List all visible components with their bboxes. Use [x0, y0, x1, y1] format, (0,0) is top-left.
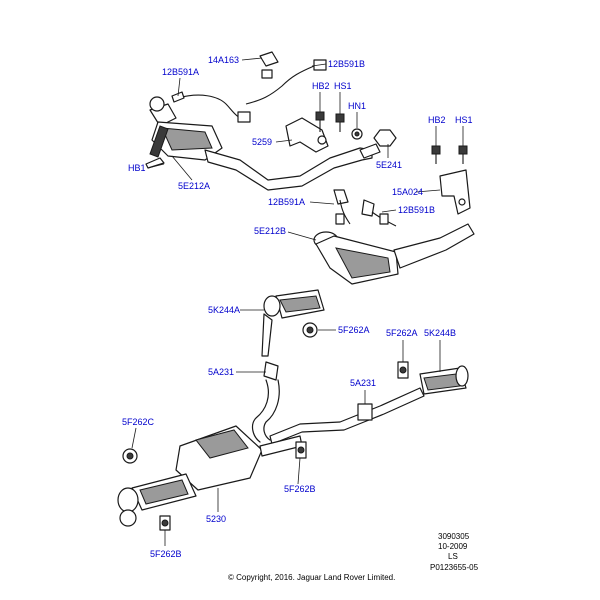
- callout-12b591b-top[interactable]: 12B591B: [328, 59, 365, 69]
- callout-5e241[interactable]: 5E241: [376, 160, 402, 170]
- callout-5259[interactable]: 5259: [252, 137, 272, 147]
- oxygen-sensors-mid: [333, 189, 397, 227]
- catalytic-converter-a: [145, 96, 373, 191]
- callout-hb2-b[interactable]: HB2: [428, 115, 446, 125]
- rear-muffler-5230: [117, 425, 303, 527]
- mid-pipe: [269, 387, 425, 445]
- callout-labels: 14A163 12B591B 12B591A HB2 HS1 HN1 HB2 H…: [122, 55, 473, 559]
- callout-5f262b-b[interactable]: 5F262B: [150, 549, 182, 559]
- callout-5f262b-a[interactable]: 5F262B: [284, 484, 316, 494]
- callout-5e212b[interactable]: 5E212B: [254, 226, 286, 236]
- leader-lines: [131, 57, 464, 546]
- hangers-lower: [122, 441, 307, 531]
- bracket-5259: [285, 117, 329, 153]
- callout-5230[interactable]: 5230: [206, 514, 226, 524]
- callout-12b591a-mid[interactable]: 12B591A: [268, 197, 305, 207]
- callout-14a163[interactable]: 14A163: [208, 55, 239, 65]
- fasteners-right: [431, 145, 468, 164]
- hanger-5f262a: [302, 322, 409, 379]
- callout-15a024[interactable]: 15A024: [392, 187, 423, 197]
- drawing-date: 10-2009: [438, 542, 468, 551]
- muffler-5k244a: [261, 289, 325, 357]
- callout-5e212a[interactable]: 5E212A: [178, 181, 210, 191]
- callout-5f262c[interactable]: 5F262C: [122, 417, 155, 427]
- callout-hb1[interactable]: HB1: [128, 163, 146, 173]
- copyright-notice: © Copyright, 2016. Jaguar Land Rover Lim…: [228, 573, 395, 582]
- callout-5f262a[interactable]: 5F262A: [338, 325, 370, 335]
- clamp-5a231-left: [251, 361, 280, 443]
- catalytic-converter-b: [313, 223, 475, 285]
- fasteners-upper: [315, 111, 397, 159]
- callout-5f262a-b[interactable]: 5F262A: [386, 328, 418, 338]
- callout-5a231-b[interactable]: 5A231: [350, 378, 376, 388]
- callout-12b591b-mid[interactable]: 12B591B: [398, 205, 435, 215]
- callout-hs1-b[interactable]: HS1: [455, 115, 473, 125]
- muffler-5k244b: [419, 365, 469, 395]
- callout-12b591a-top[interactable]: 12B591A: [162, 67, 199, 77]
- drawing-reference: P0123655-05: [430, 563, 479, 572]
- drawing-initials: LS: [448, 552, 458, 561]
- drawing-code: 3090305: [438, 532, 470, 541]
- callout-hs1-a[interactable]: HS1: [334, 81, 352, 91]
- callout-hb2-a[interactable]: HB2: [312, 81, 330, 91]
- callout-5a231-a[interactable]: 5A231: [208, 367, 234, 377]
- callout-5k244b[interactable]: 5K244B: [424, 328, 456, 338]
- callout-5k244a[interactable]: 5K244A: [208, 305, 240, 315]
- bracket-15a024: [439, 169, 471, 215]
- footer-info: 3090305 10-2009 LS P0123655-05 © Copyrig…: [228, 532, 479, 582]
- callout-hn1[interactable]: HN1: [348, 101, 366, 111]
- oxygen-sensor-wiring-top: [171, 51, 327, 123]
